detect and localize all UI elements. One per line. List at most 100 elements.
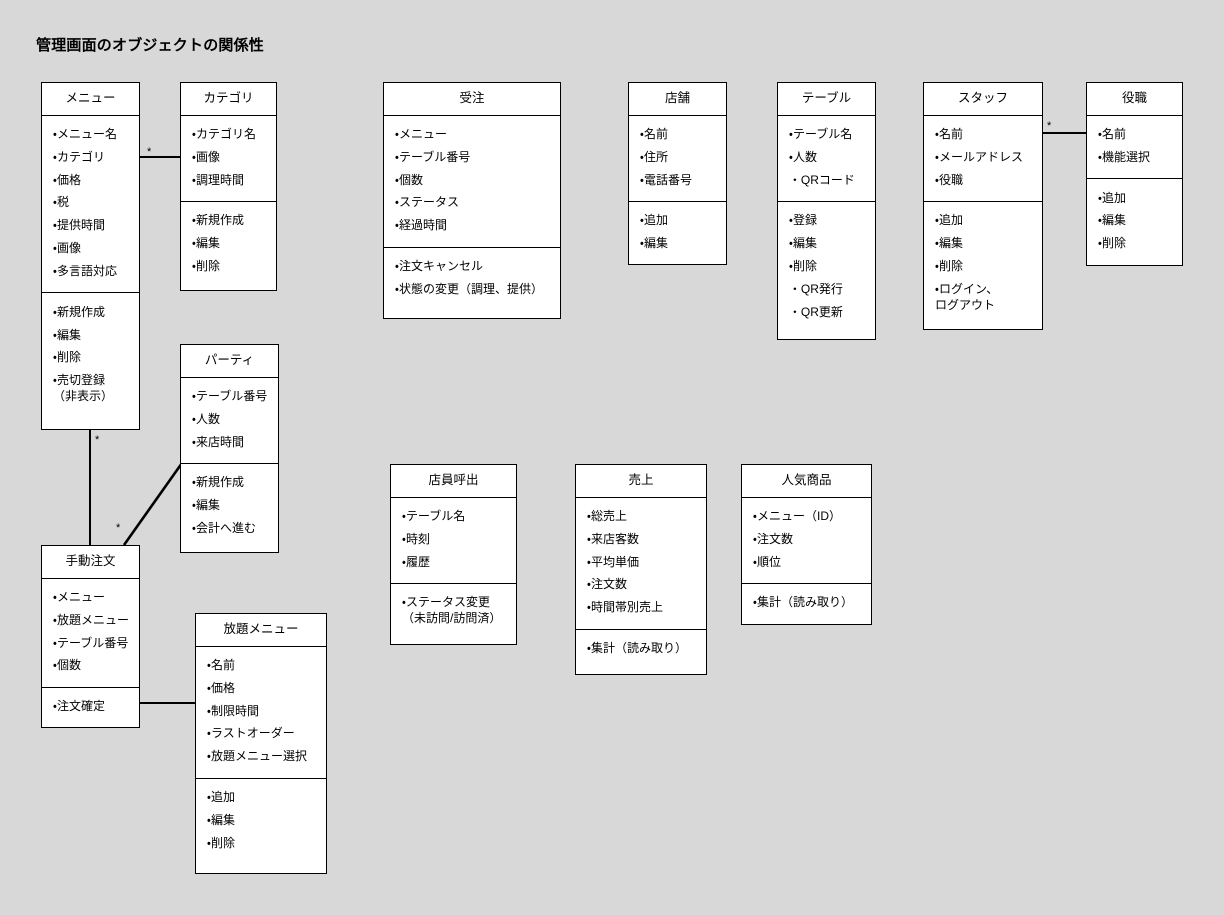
class-attributes-manual-order: メニュー 放題メニュー テーブル番号 個数: [42, 579, 139, 688]
class-box-category[interactable]: カテゴリ カテゴリ名 画像 調理時間 新規作成 編集 削除: [180, 82, 277, 291]
list-item: 税: [42, 192, 139, 215]
class-operations-shop: 追加 編集: [629, 202, 726, 265]
list-item: テーブル番号: [42, 632, 139, 655]
list-item: 総売上: [576, 506, 706, 529]
list-item: テーブル番号: [384, 146, 560, 169]
list-item: 平均単価: [576, 551, 706, 574]
list-item: 画像: [181, 146, 276, 169]
list-item: メニュー名: [42, 124, 139, 147]
list-item: 注文数: [576, 574, 706, 597]
list-item: 制限時間: [196, 700, 326, 723]
class-attributes-order: メニュー テーブル番号 個数 ステータス 経過時間: [384, 116, 560, 248]
list-item: 編集: [924, 233, 1042, 256]
list-item: 売切登録 （非表示）: [42, 370, 139, 409]
list-item: QRコード: [778, 169, 875, 192]
list-item: カテゴリ名: [181, 124, 276, 147]
list-item: 編集: [181, 495, 278, 518]
list-item: 新規作成: [181, 472, 278, 495]
list-item: QR更新: [778, 301, 875, 324]
list-item: 来店客数: [576, 528, 706, 551]
list-item: 編集: [629, 233, 726, 256]
connector-manual-order-houdai: [135, 702, 199, 705]
class-attributes-role: 名前 機能選択: [1087, 116, 1182, 180]
class-attributes-sales: 総売上 来店客数 平均単価 注文数 時間帯別売上: [576, 498, 706, 630]
class-operations-table: 登録 編集 削除 QR発行 QR更新: [778, 202, 875, 333]
class-box-menu[interactable]: メニュー メニュー名 カテゴリ 価格 税 提供時間 画像 多言語対応 新規作成 …: [41, 82, 140, 430]
class-title-staff: スタッフ: [924, 83, 1042, 116]
class-title-category: カテゴリ: [181, 83, 276, 116]
list-item: メニュー（ID）: [742, 506, 871, 529]
class-attributes-staff: 名前 メールアドレス 役職: [924, 116, 1042, 202]
list-item: 放題メニュー選択: [196, 746, 326, 769]
list-item: 追加: [629, 210, 726, 233]
list-item: 履歴: [391, 551, 516, 574]
list-item: ラストオーダー: [196, 723, 326, 746]
list-item: 機能選択: [1087, 146, 1182, 169]
list-item: メニュー: [42, 587, 139, 610]
class-operations-staff: 追加 編集 削除 ログイン、 ログアウト: [924, 202, 1042, 326]
class-title-staff-call: 店員呼出: [391, 465, 516, 498]
page-title: 管理画面のオブジェクトの関係性: [36, 37, 265, 54]
list-item: 編集: [181, 233, 276, 256]
list-item: 追加: [196, 787, 326, 810]
class-operations-staff-call: ステータス変更 （未訪問/訪問済）: [391, 584, 516, 640]
list-item: 名前: [196, 655, 326, 678]
list-item: 画像: [42, 238, 139, 261]
class-box-popular-items[interactable]: 人気商品 メニュー（ID） 注文数 順位 集計（読み取り）: [741, 464, 872, 625]
list-item: 経過時間: [384, 215, 560, 238]
class-attributes-staff-call: テーブル名 時刻 履歴: [391, 498, 516, 584]
class-title-popular-items: 人気商品: [742, 465, 871, 498]
class-attributes-houdai-menu: 名前 価格 制限時間 ラストオーダー 放題メニュー選択: [196, 647, 326, 779]
class-attributes-menu: メニュー名 カテゴリ 価格 税 提供時間 画像 多言語対応: [42, 116, 139, 294]
class-box-party[interactable]: パーティ テーブル番号 人数 来店時間 新規作成 編集 会計へ進む: [180, 344, 279, 553]
multiplicity-menu-manual-order: *: [95, 434, 100, 446]
connector-manual-order-party: [122, 462, 184, 546]
list-item: 削除: [181, 256, 276, 279]
list-item: 人数: [181, 408, 278, 431]
connector-menu-manual-order: [89, 425, 92, 548]
list-item: 登録: [778, 210, 875, 233]
class-title-sales: 売上: [576, 465, 706, 498]
class-box-houdai-menu[interactable]: 放題メニュー 名前 価格 制限時間 ラストオーダー 放題メニュー選択 追加 編集…: [195, 613, 327, 874]
list-item: 電話番号: [629, 169, 726, 192]
class-attributes-category: カテゴリ名 画像 調理時間: [181, 116, 276, 202]
class-operations-order: 注文キャンセル 状態の変更（調理、提供）: [384, 248, 560, 311]
list-item: 名前: [1087, 124, 1182, 147]
list-item: メールアドレス: [924, 146, 1042, 169]
list-item: 名前: [629, 124, 726, 147]
class-title-shop: 店舗: [629, 83, 726, 116]
class-box-table[interactable]: テーブル テーブル名 人数 QRコード 登録 編集 削除 QR発行 QR更新: [777, 82, 876, 340]
list-item: 削除: [42, 347, 139, 370]
class-box-sales[interactable]: 売上 総売上 来店客数 平均単価 注文数 時間帯別売上 集計（読み取り）: [575, 464, 707, 675]
list-item: 編集: [42, 324, 139, 347]
list-item: 時刻: [391, 528, 516, 551]
list-item: 新規作成: [42, 301, 139, 324]
list-item: 多言語対応: [42, 260, 139, 283]
list-item: 追加: [924, 210, 1042, 233]
class-attributes-table: テーブル名 人数 QRコード: [778, 116, 875, 202]
list-item: 時間帯別売上: [576, 597, 706, 620]
list-item: 順位: [742, 551, 871, 574]
class-operations-manual-order: 注文確定: [42, 688, 139, 728]
class-title-table: テーブル: [778, 83, 875, 116]
class-attributes-popular-items: メニュー（ID） 注文数 順位: [742, 498, 871, 584]
class-box-staff[interactable]: スタッフ 名前 メールアドレス 役職 追加 編集 削除 ログイン、 ログアウト: [923, 82, 1043, 330]
class-operations-category: 新規作成 編集 削除: [181, 202, 276, 287]
list-item: テーブル名: [778, 124, 875, 147]
class-box-manual-order[interactable]: 手動注文 メニュー 放題メニュー テーブル番号 個数 注文確定: [41, 545, 140, 728]
multiplicity-staff-role: *: [1047, 120, 1052, 132]
class-box-staff-call[interactable]: 店員呼出 テーブル名 時刻 履歴 ステータス変更 （未訪問/訪問済）: [390, 464, 517, 645]
class-box-role[interactable]: 役職 名前 機能選択 追加 編集 削除: [1086, 82, 1183, 266]
list-item: ステータス変更 （未訪問/訪問済）: [391, 592, 516, 631]
list-item: 役職: [924, 169, 1042, 192]
class-operations-party: 新規作成 編集 会計へ進む: [181, 464, 278, 549]
multiplicity-manual-order-party: *: [116, 522, 121, 534]
class-box-order[interactable]: 受注 メニュー テーブル番号 個数 ステータス 経過時間 注文キャンセル 状態の…: [383, 82, 561, 319]
class-attributes-shop: 名前 住所 電話番号: [629, 116, 726, 202]
list-item: 新規作成: [181, 210, 276, 233]
connector-menu-category: [135, 156, 185, 159]
class-box-shop[interactable]: 店舗 名前 住所 電話番号 追加 編集: [628, 82, 727, 265]
list-item: 調理時間: [181, 169, 276, 192]
list-item: 注文キャンセル: [384, 256, 560, 279]
